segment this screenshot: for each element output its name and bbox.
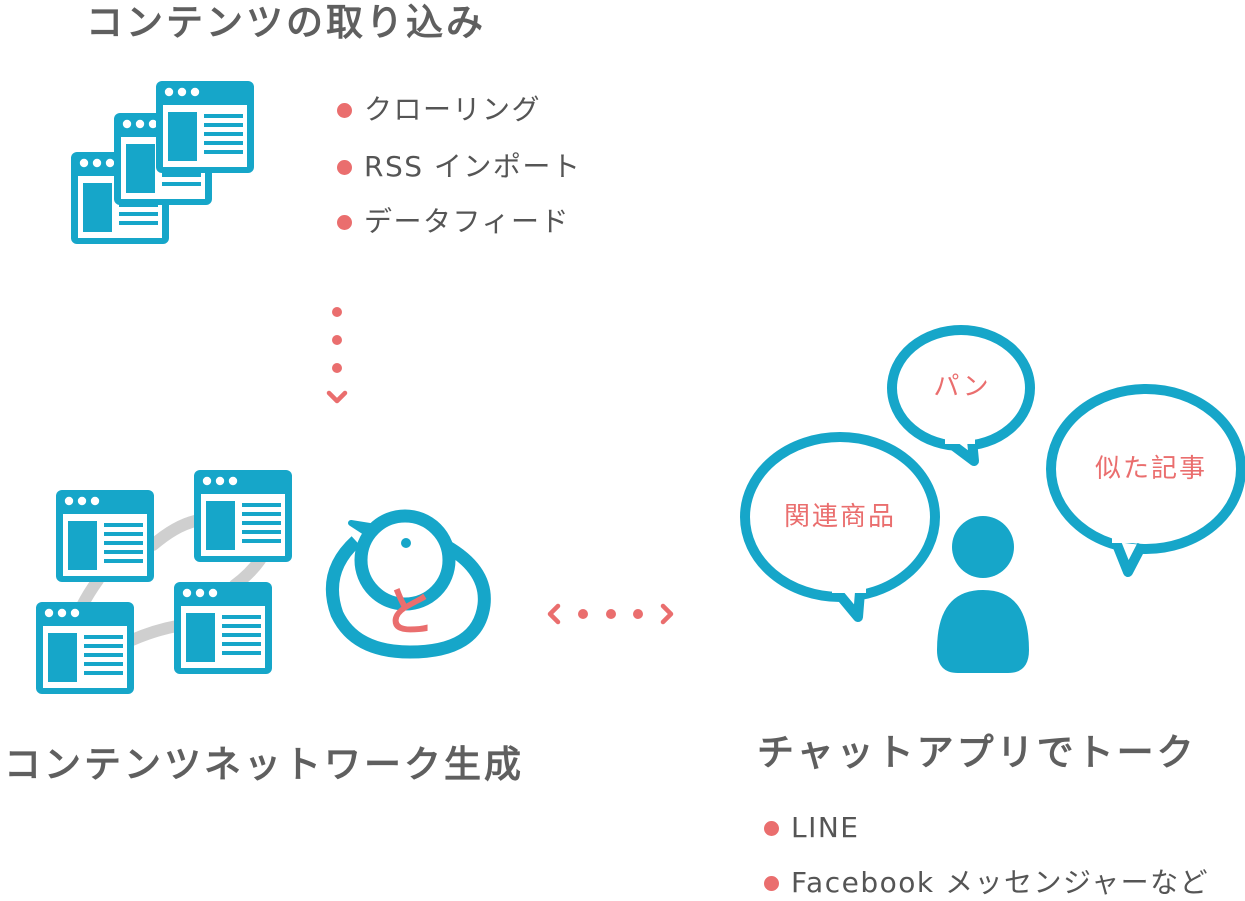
person-icon: [937, 516, 1029, 673]
import-method-item: クローリング: [337, 96, 541, 124]
bubble-label-top: パン: [933, 372, 991, 402]
chat-platform-label: LINE: [791, 811, 860, 844]
bubble-label-right: 似た記事: [1094, 454, 1208, 484]
speech-bubble-right: [1046, 384, 1245, 577]
import-title: コンテンツの取り込み: [86, 1, 486, 44]
speech-bubble-left: [740, 432, 940, 622]
bullet-dot-icon: [337, 159, 352, 175]
bidirectional-arrow-icon: [547, 603, 674, 625]
chat-platform-label: Facebook メッセンジャーなど: [791, 866, 1210, 899]
bullet-dot-icon: [764, 875, 779, 891]
bubble-label-left: 関連商品: [783, 502, 897, 532]
speech-bubble-top: [887, 325, 1035, 466]
import-method-item: RSS インポート: [337, 153, 581, 181]
chick-mascot-icon: [325, 509, 491, 659]
import-method-label: クローリング: [364, 93, 542, 126]
content-network-icon: [36, 470, 292, 694]
mascot-character: と: [383, 583, 436, 643]
bullet-dot-icon: [337, 214, 352, 230]
bullet-dot-icon: [337, 102, 352, 118]
import-method-label: データフィード: [364, 205, 570, 238]
bullet-dot-icon: [764, 820, 779, 836]
chat-title: チャットアプリでトーク: [757, 731, 1197, 774]
source-windows-icon: [71, 81, 254, 244]
import-method-label: RSS インポート: [364, 150, 582, 183]
import-method-item: データフィード: [337, 208, 570, 236]
network-title: コンテンツネットワーク生成: [4, 743, 524, 786]
down-arrow-icon: [326, 307, 348, 404]
chat-platform-item: LINE: [764, 814, 860, 842]
chat-platform-item: Facebook メッセンジャーなど: [764, 869, 1209, 897]
